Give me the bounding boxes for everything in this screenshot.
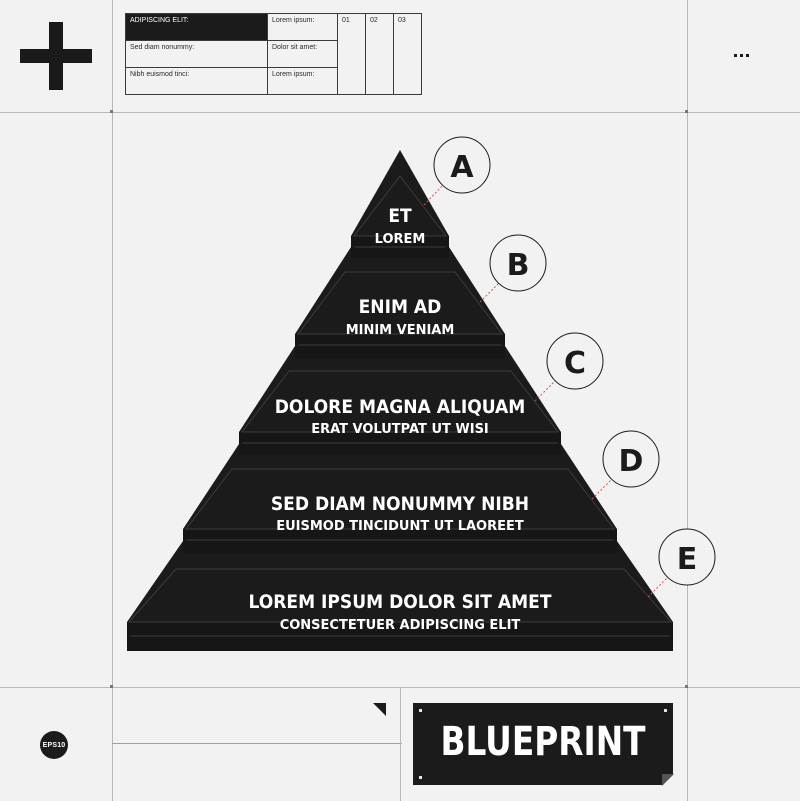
tier-title: ET xyxy=(388,205,412,227)
pyramid-tier-c: DOLORE MAGNA ALIQUAM ERAT VOLUTPAT UT WI… xyxy=(239,346,561,455)
page-fold-icon xyxy=(662,774,674,786)
guide-tick xyxy=(685,110,688,113)
table-column-header: 03 xyxy=(393,13,422,95)
table-cell-sub: Lorem ipsum: xyxy=(267,67,338,95)
guide-line-mid xyxy=(400,687,401,801)
blueprint-label: BLUEPRINT xyxy=(413,703,674,786)
info-table: ADIPISCING ELIT: Lorem ipsum: 01 02 03 S… xyxy=(125,13,422,95)
pyramid-tier-b: ENIM AD MINIM VENIAM xyxy=(295,247,505,358)
table-row: ADIPISCING ELIT: Lorem ipsum: 01 02 03 xyxy=(125,13,422,95)
guide-line-top xyxy=(0,112,800,113)
guide-line-inner xyxy=(112,743,402,744)
more-dots-icon[interactable] xyxy=(734,54,749,57)
table-column-header: 01 xyxy=(337,13,366,95)
pyramid-tier-e: LOREM IPSUM DOLOR SIT AMET CONSECTETUER … xyxy=(127,541,673,651)
tier-title: LOREM IPSUM DOLOR SIT AMET xyxy=(248,591,551,613)
guide-tick xyxy=(110,685,113,688)
table-row: Nibh euismod tinci: Lorem ipsum: xyxy=(125,67,422,95)
callout-e: E xyxy=(647,528,716,598)
callout-letter: C xyxy=(564,346,586,381)
plus-icon xyxy=(20,22,92,90)
dot xyxy=(746,54,749,57)
tier-title: DOLORE MAGNA ALIQUAM xyxy=(275,396,526,418)
tier-title: ENIM AD xyxy=(359,296,442,318)
pyramid-tier-a: ET LOREM xyxy=(351,150,449,258)
callout-letter: B xyxy=(507,248,530,283)
dot xyxy=(740,54,743,57)
tier-subtitle: EUISMOD TINCIDUNT UT LAOREET xyxy=(276,519,524,534)
plus-icon-bar xyxy=(49,22,63,90)
guide-tick xyxy=(110,110,113,113)
corner-mark-icon xyxy=(373,703,386,716)
callout-d: D xyxy=(591,430,660,500)
pin-icon xyxy=(664,709,667,712)
eps-badge: EPS10 xyxy=(40,731,68,759)
callout-c: C xyxy=(534,332,604,402)
pyramid-tier-d: SED DIAM NONUMMY NIBH EUISMOD TINCIDUNT … xyxy=(183,444,617,553)
tier-subtitle: ERAT VOLUTPAT UT WISI xyxy=(311,422,489,437)
guide-line-left xyxy=(112,0,113,801)
pin-icon xyxy=(419,776,422,779)
callout-b: B xyxy=(479,234,547,303)
tier-subtitle: LOREM xyxy=(375,232,426,247)
callout-letter: D xyxy=(619,444,644,479)
tier-subtitle: CONSECTETUER ADIPISCING ELIT xyxy=(280,618,521,633)
table-row: Sed diam nonummy: Dolor sit amet: xyxy=(125,40,422,68)
callout-a: A xyxy=(423,136,491,206)
pin-icon xyxy=(419,709,422,712)
dot xyxy=(734,54,737,57)
guide-line-right xyxy=(687,0,688,801)
callout-letter: A xyxy=(450,150,474,185)
tier-title: SED DIAM NONUMMY NIBH xyxy=(271,493,529,515)
table-cell-label: Nibh euismod tinci: xyxy=(125,67,268,95)
blueprint-title: BLUEPRINT xyxy=(440,719,646,765)
guide-tick xyxy=(685,685,688,688)
callout-letter: E xyxy=(677,542,698,577)
tier-subtitle: MINIM VENIAM xyxy=(346,323,455,338)
